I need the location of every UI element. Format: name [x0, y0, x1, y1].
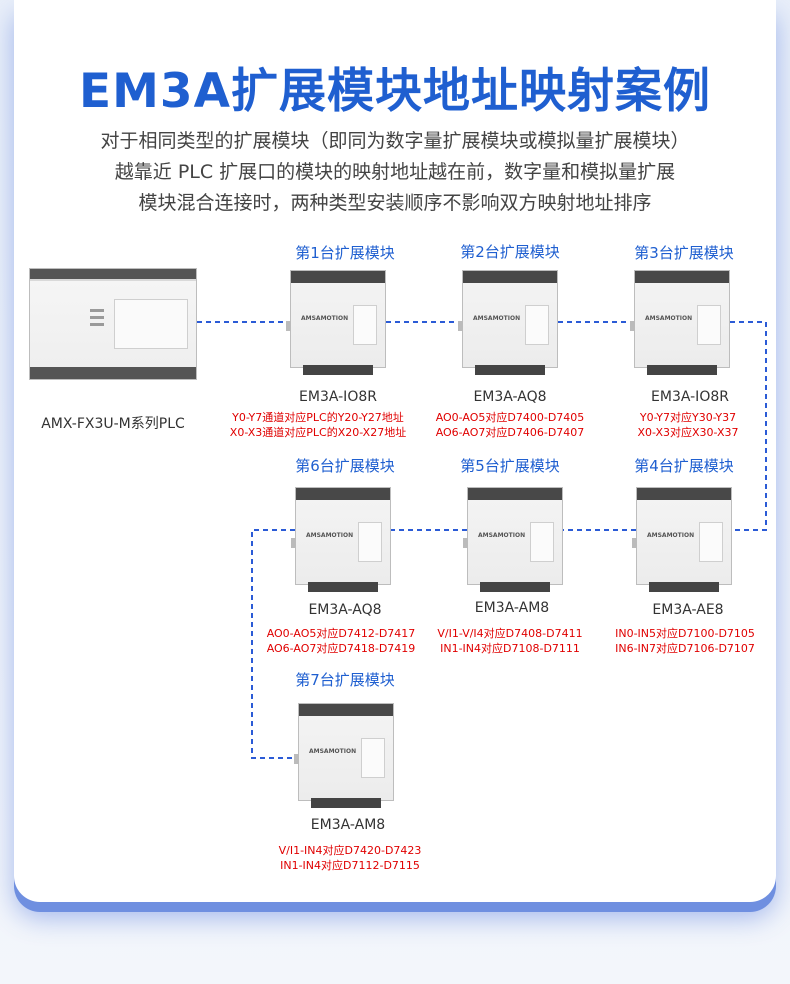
plc-device-image	[29, 268, 197, 380]
module-6-header: 第6台扩展模块	[295, 457, 395, 475]
brand-logo: AMSAMOTION	[647, 532, 695, 539]
module-2-mapping-line-2: AO6-AO7对应D7406-D7407	[435, 426, 585, 439]
module-1-mapping-line-1: Y0-Y7通道对应PLC的Y20-Y27地址	[232, 411, 404, 424]
content-card	[14, 0, 776, 902]
brand-logo: AMSAMOTION	[478, 532, 526, 539]
module-1-mapping-line-2: X0-X3通道对应PLC的X20-X27地址	[229, 426, 407, 439]
module-5-mapping-line-2: IN1-IN4对应D7108-D7111	[440, 642, 580, 655]
module-2-name: EM3A-AQ8	[473, 389, 547, 405]
module-7-mapping: V/I1-IN4对应D7420-D7423 IN1-IN4对应D7112-D71…	[250, 843, 450, 873]
module-3-mapping: Y0-Y7对应Y30-Y37 X0-X3对应X30-X37	[588, 410, 788, 440]
module-2-mapping: AO0-AO5对应D7400-D7405 AO6-AO7对应D7406-D740…	[410, 410, 610, 440]
brand-logo: AMSAMOTION	[306, 532, 354, 539]
module-7-name: EM3A-AM8	[310, 817, 386, 833]
module-1-image: AMSAMOTION	[286, 270, 386, 375]
brand-logo: AMSAMOTION	[473, 315, 521, 322]
module-4-header: 第4台扩展模块	[634, 457, 734, 475]
module-4-mapping: IN0-IN5对应D7100-D7105 IN6-IN7对应D7106-D710…	[585, 626, 785, 656]
module-2-header: 第2台扩展模块	[460, 243, 560, 261]
module-5-image: AMSAMOTION	[463, 487, 563, 592]
module-3-image: AMSAMOTION	[630, 270, 730, 375]
module-6-mapping-line-2: AO6-AO7对应D7418-D7419	[266, 642, 416, 655]
module-1-mapping: Y0-Y7通道对应PLC的Y20-Y27地址 X0-X3通道对应PLC的X20-…	[218, 410, 418, 440]
module-4-name: EM3A-AE8	[652, 602, 724, 618]
module-7-mapping-line-1: V/I1-IN4对应D7420-D7423	[278, 844, 422, 857]
module-4-mapping-line-2: IN6-IN7对应D7106-D7107	[615, 642, 755, 655]
page-title: EM3A扩展模块地址映射案例	[79, 64, 711, 119]
module-3-name: EM3A-IO8R	[651, 389, 729, 405]
module-4-image: AMSAMOTION	[632, 487, 732, 592]
module-1-name: EM3A-IO8R	[299, 389, 377, 405]
module-5-name: EM3A-AM8	[474, 600, 550, 616]
module-3-header: 第3台扩展模块	[634, 244, 734, 262]
module-5-mapping-line-1: V/I1-V/I4对应D7408-D7411	[437, 627, 583, 640]
plc-label: AMX-FX3U-M系列PLC	[41, 416, 185, 432]
description-line-1: 对于相同类型的扩展模块（即同为数字量扩展模块或模拟量扩展模块）	[100, 130, 690, 152]
module-2-image: AMSAMOTION	[458, 270, 558, 375]
module-2-mapping-line-1: AO0-AO5对应D7400-D7405	[435, 411, 585, 424]
brand-logo: AMSAMOTION	[645, 315, 693, 322]
module-3-mapping-line-2: X0-X3对应X30-X37	[637, 426, 739, 439]
description-line-2: 越靠近 PLC 扩展口的模块的映射地址越在前，数字量和模拟量扩展	[114, 161, 676, 183]
module-6-image: AMSAMOTION	[291, 487, 391, 592]
description-line-3: 模块混合连接时，两种类型安装顺序不影响双方映射地址排序	[138, 192, 652, 214]
module-5-mapping: V/I1-V/I4对应D7408-D7411 IN1-IN4对应D7108-D7…	[410, 626, 610, 656]
brand-logo: AMSAMOTION	[301, 315, 349, 322]
module-4-mapping-line-1: IN0-IN5对应D7100-D7105	[615, 627, 755, 640]
module-7-header: 第7台扩展模块	[295, 671, 395, 689]
module-6-mapping: AO0-AO5对应D7412-D7417 AO6-AO7对应D7418-D741…	[241, 626, 441, 656]
module-6-name: EM3A-AQ8	[308, 602, 382, 618]
module-7-image: AMSAMOTION	[294, 703, 394, 808]
module-5-header: 第5台扩展模块	[460, 457, 560, 475]
module-3-mapping-line-1: Y0-Y7对应Y30-Y37	[639, 411, 737, 424]
module-7-mapping-line-2: IN1-IN4对应D7112-D7115	[280, 859, 420, 872]
module-6-mapping-line-1: AO0-AO5对应D7412-D7417	[266, 627, 416, 640]
module-1-header: 第1台扩展模块	[295, 244, 395, 262]
brand-logo: AMSAMOTION	[309, 748, 357, 755]
